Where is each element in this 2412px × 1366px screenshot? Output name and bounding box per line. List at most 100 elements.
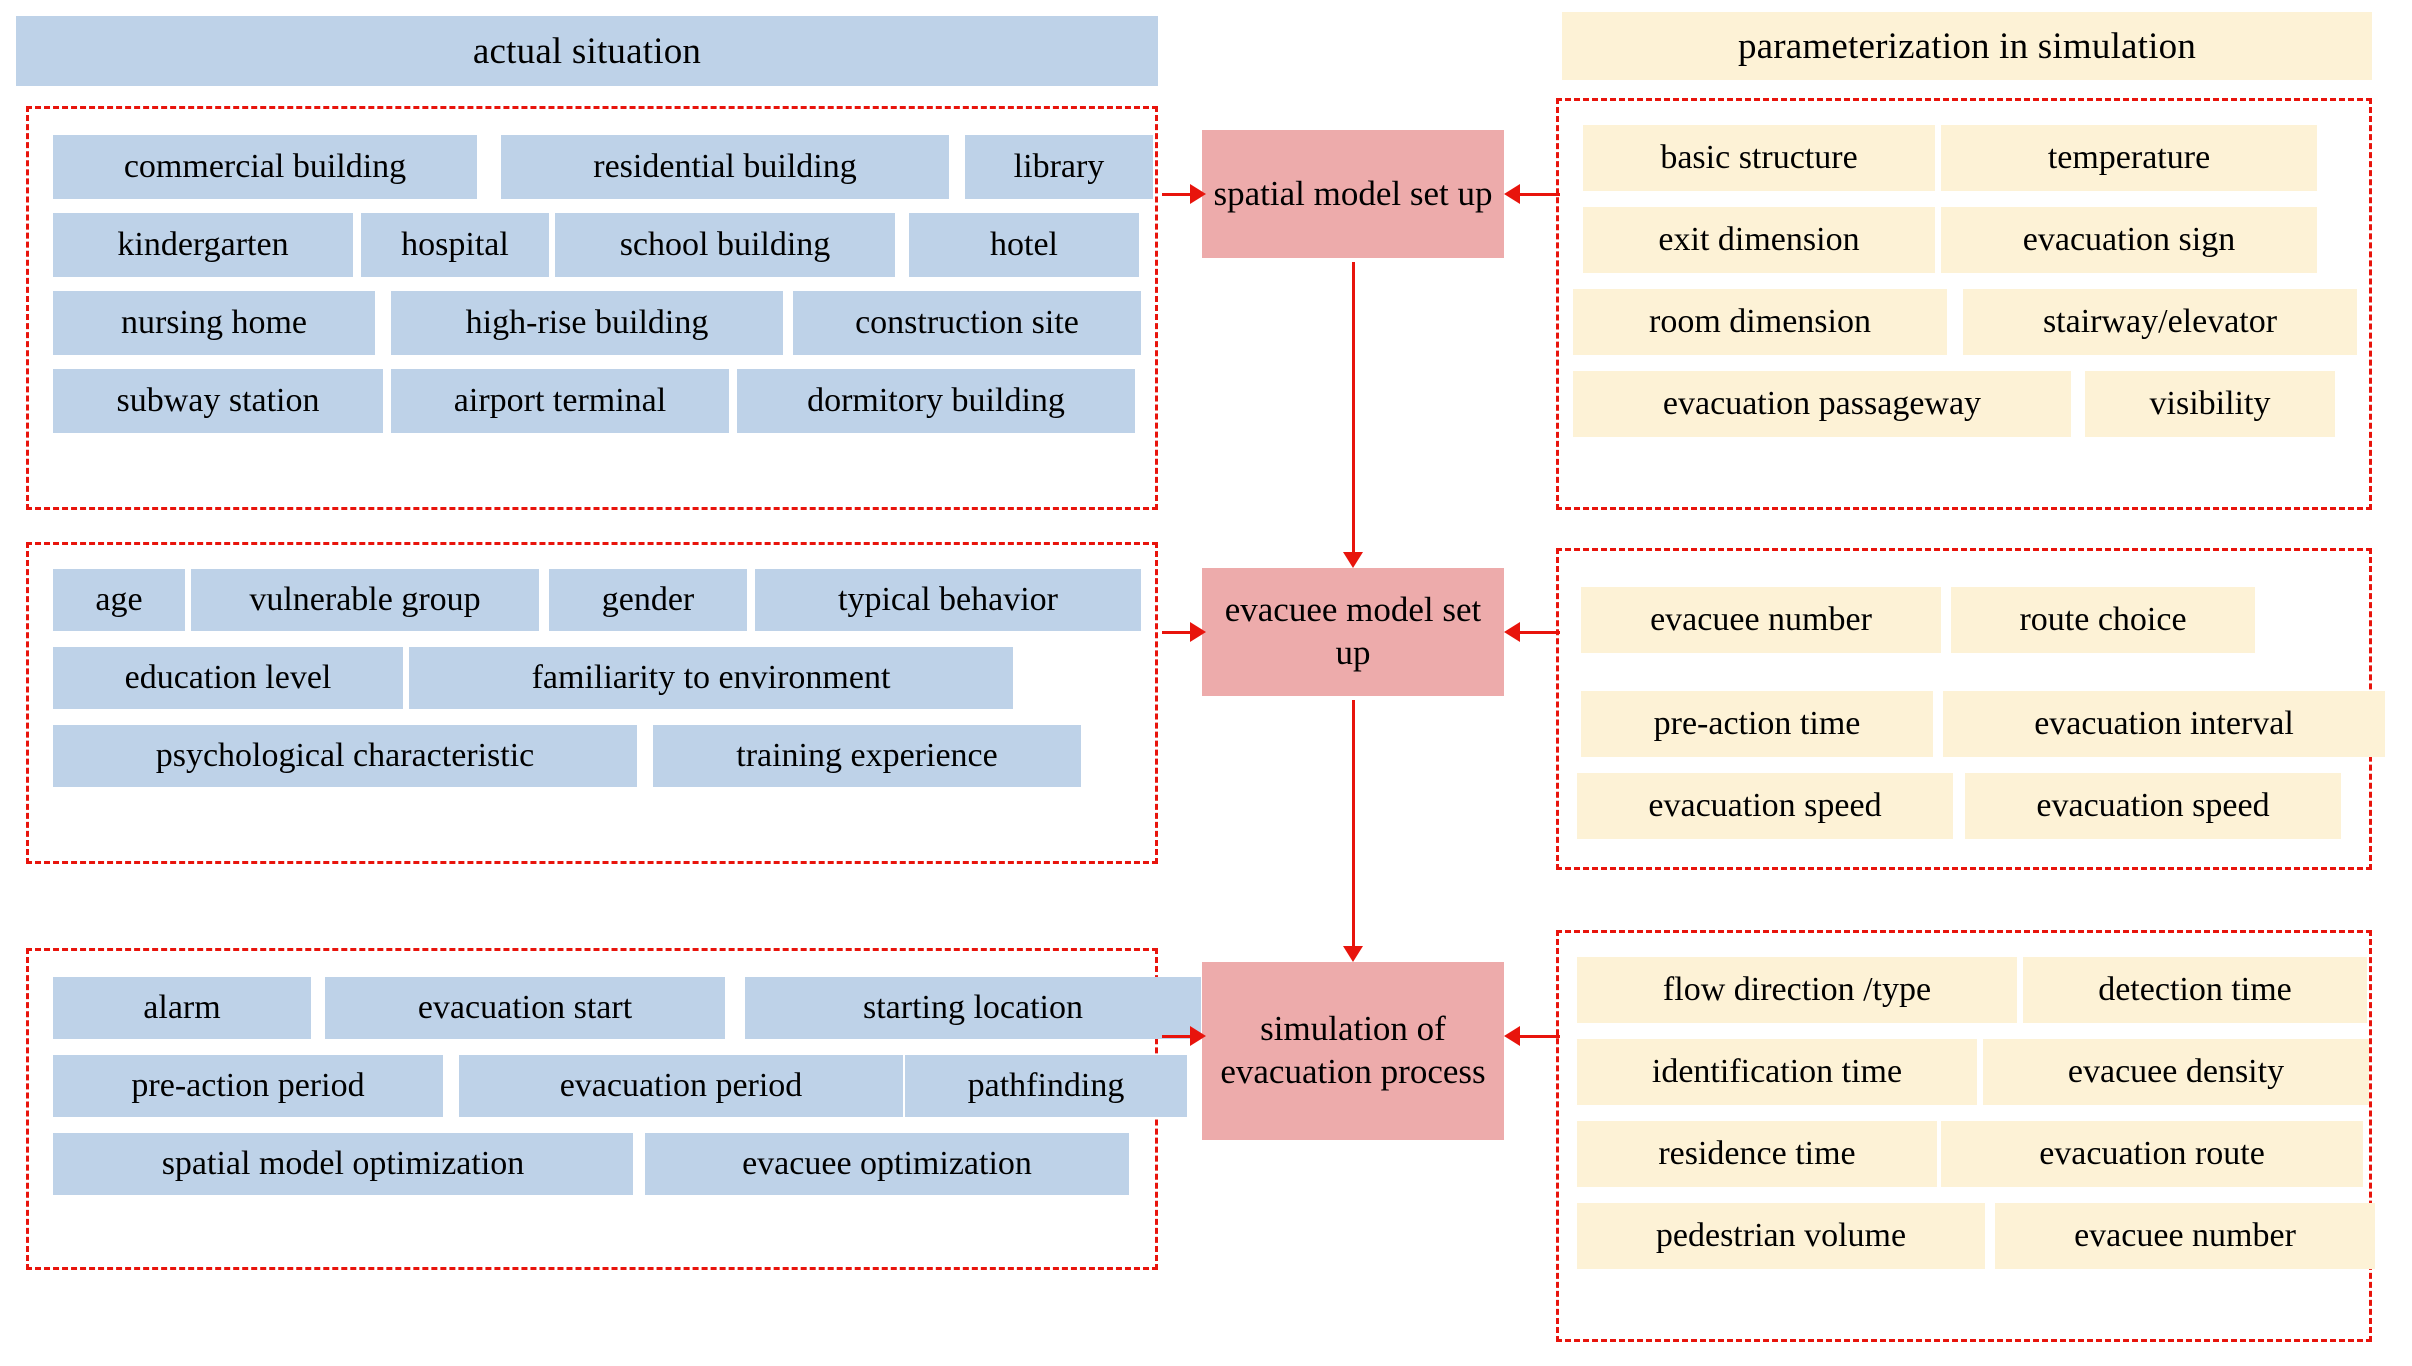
- tag-school-building[interactable]: school building: [555, 213, 895, 277]
- tag-evacuation-passageway[interactable]: evacuation passageway: [1573, 371, 2071, 437]
- arrow-left-to-simulation: [1162, 1020, 1206, 1052]
- arrow-head-icon: [1504, 1026, 1520, 1046]
- tag-evacuation-start[interactable]: evacuation start: [325, 977, 725, 1039]
- tag-row: pre-action time evacuation interval: [1581, 691, 2385, 757]
- tag-pathfinding[interactable]: pathfinding: [905, 1055, 1187, 1117]
- tag-row: kindergarten hospital school building ho…: [53, 213, 1139, 277]
- arrow-shaft: [1516, 1035, 1560, 1038]
- tag-library[interactable]: library: [965, 135, 1153, 199]
- tag-subway-station[interactable]: subway station: [53, 369, 383, 433]
- arrow-right-to-simulation: [1504, 1020, 1560, 1052]
- tag-residential-building[interactable]: residential building: [501, 135, 949, 199]
- tag-row: residence time evacuation route: [1577, 1121, 2363, 1187]
- tag-pre-action-time[interactable]: pre-action time: [1581, 691, 1933, 757]
- tag-vulnerable-group[interactable]: vulnerable group: [191, 569, 539, 631]
- tag-alarm[interactable]: alarm: [53, 977, 311, 1039]
- arrow-head-icon: [1190, 184, 1206, 204]
- tag-residence-time[interactable]: residence time: [1577, 1121, 1937, 1187]
- tag-room-dimension[interactable]: room dimension: [1573, 289, 1947, 355]
- arrow-right-to-spatial: [1504, 178, 1560, 210]
- arrow-head-icon: [1343, 552, 1363, 568]
- tag-evacuation-speed-2[interactable]: evacuation speed: [1965, 773, 2341, 839]
- tag-detection-time[interactable]: detection time: [2023, 957, 2367, 1023]
- tag-evacuation-route[interactable]: evacuation route: [1941, 1121, 2363, 1187]
- arrow-head-icon: [1504, 622, 1520, 642]
- tag-row: exit dimension evacuation sign: [1583, 207, 2317, 273]
- arrow-right-to-evacuee: [1504, 616, 1560, 648]
- tag-evacuation-sign[interactable]: evacuation sign: [1941, 207, 2317, 273]
- tag-identification-time[interactable]: identification time: [1577, 1039, 1977, 1105]
- node-evacuee-model-setup[interactable]: evacuee model set up: [1202, 568, 1504, 696]
- tag-pre-action-period[interactable]: pre-action period: [53, 1055, 443, 1117]
- arrow-shaft: [1352, 262, 1355, 554]
- tag-row: alarm evacuation start starting location: [53, 977, 1201, 1039]
- tag-row: evacuation speed evacuation speed: [1577, 773, 2341, 839]
- tag-basic-structure[interactable]: basic structure: [1583, 125, 1935, 191]
- tag-familiarity-to-environment[interactable]: familiarity to environment: [409, 647, 1013, 709]
- tag-row: basic structure temperature: [1583, 125, 2317, 191]
- tag-commercial-building[interactable]: commercial building: [53, 135, 477, 199]
- group-actual-situation: commercial building residential building…: [26, 106, 1158, 510]
- arrow-shaft: [1352, 700, 1355, 948]
- tag-evacuation-period[interactable]: evacuation period: [459, 1055, 903, 1117]
- tag-row: age vulnerable group gender typical beha…: [53, 569, 1141, 631]
- arrow-shaft: [1162, 193, 1194, 196]
- tag-evacuee-optimization[interactable]: evacuee optimization: [645, 1133, 1129, 1195]
- tag-row: room dimension stairway/elevator: [1573, 289, 2357, 355]
- group-evacuation-process: alarm evacuation start starting location…: [26, 948, 1201, 1270]
- node-simulation-of-evacuation-process[interactable]: simulation of evacuation process: [1202, 962, 1504, 1140]
- tag-kindergarten[interactable]: kindergarten: [53, 213, 353, 277]
- group-evacuee-parameters: evacuee number route choice pre-action t…: [1556, 548, 2385, 870]
- tag-high-rise-building[interactable]: high-rise building: [391, 291, 783, 355]
- tag-temperature[interactable]: temperature: [1941, 125, 2317, 191]
- tag-row: pre-action period evacuation period path…: [53, 1055, 1187, 1117]
- group-simulation-parameters: flow direction /type detection time iden…: [1556, 930, 2375, 1342]
- arrow-shaft: [1162, 1035, 1194, 1038]
- tag-row: pedestrian volume evacuee number: [1577, 1203, 2375, 1269]
- arrow-head-icon: [1343, 946, 1363, 962]
- arrow-evacuee-to-simulation: [1337, 700, 1369, 962]
- tag-evacuation-interval[interactable]: evacuation interval: [1943, 691, 2385, 757]
- tag-pedestrian-volume[interactable]: pedestrian volume: [1577, 1203, 1985, 1269]
- tag-spatial-model-optimization[interactable]: spatial model optimization: [53, 1133, 633, 1195]
- arrow-head-icon: [1504, 184, 1520, 204]
- tag-row: flow direction /type detection time: [1577, 957, 2367, 1023]
- left-column-header: actual situation: [16, 16, 1158, 86]
- tag-hotel[interactable]: hotel: [909, 213, 1139, 277]
- tag-dormitory-building[interactable]: dormitory building: [737, 369, 1135, 433]
- tag-row: evacuation passageway visibility: [1573, 371, 2335, 437]
- tag-row: spatial model optimization evacuee optim…: [53, 1133, 1129, 1195]
- tag-evacuee-number[interactable]: evacuee number: [1581, 587, 1941, 653]
- tag-education-level[interactable]: education level: [53, 647, 403, 709]
- arrow-shaft: [1516, 193, 1560, 196]
- tag-evacuee-density[interactable]: evacuee density: [1983, 1039, 2369, 1105]
- tag-hospital[interactable]: hospital: [361, 213, 549, 277]
- tag-row: evacuee number route choice: [1581, 587, 2255, 653]
- node-spatial-model-setup[interactable]: spatial model set up: [1202, 130, 1504, 258]
- tag-nursing-home[interactable]: nursing home: [53, 291, 375, 355]
- arrow-shaft: [1516, 631, 1560, 634]
- tag-starting-location[interactable]: starting location: [745, 977, 1201, 1039]
- tag-exit-dimension[interactable]: exit dimension: [1583, 207, 1935, 273]
- tag-evacuee-number-sim[interactable]: evacuee number: [1995, 1203, 2375, 1269]
- tag-row: commercial building residential building…: [53, 135, 1153, 199]
- tag-flow-direction-type[interactable]: flow direction /type: [1577, 957, 2017, 1023]
- tag-airport-terminal[interactable]: airport terminal: [391, 369, 729, 433]
- tag-stairway-elevator[interactable]: stairway/elevator: [1963, 289, 2357, 355]
- tag-visibility[interactable]: visibility: [2085, 371, 2335, 437]
- tag-row: nursing home high-rise building construc…: [53, 291, 1141, 355]
- tag-training-experience[interactable]: training experience: [653, 725, 1081, 787]
- tag-row: subway station airport terminal dormitor…: [53, 369, 1135, 433]
- tag-route-choice[interactable]: route choice: [1951, 587, 2255, 653]
- tag-psychological-characteristic[interactable]: psychological characteristic: [53, 725, 637, 787]
- tag-typical-behavior[interactable]: typical behavior: [755, 569, 1141, 631]
- arrow-spatial-to-evacuee: [1337, 262, 1369, 568]
- tag-gender[interactable]: gender: [549, 569, 747, 631]
- arrow-shaft: [1162, 631, 1194, 634]
- tag-evacuation-speed-1[interactable]: evacuation speed: [1577, 773, 1953, 839]
- tag-construction-site[interactable]: construction site: [793, 291, 1141, 355]
- arrow-head-icon: [1190, 622, 1206, 642]
- tag-age[interactable]: age: [53, 569, 185, 631]
- tag-row: education level familiarity to environme…: [53, 647, 1013, 709]
